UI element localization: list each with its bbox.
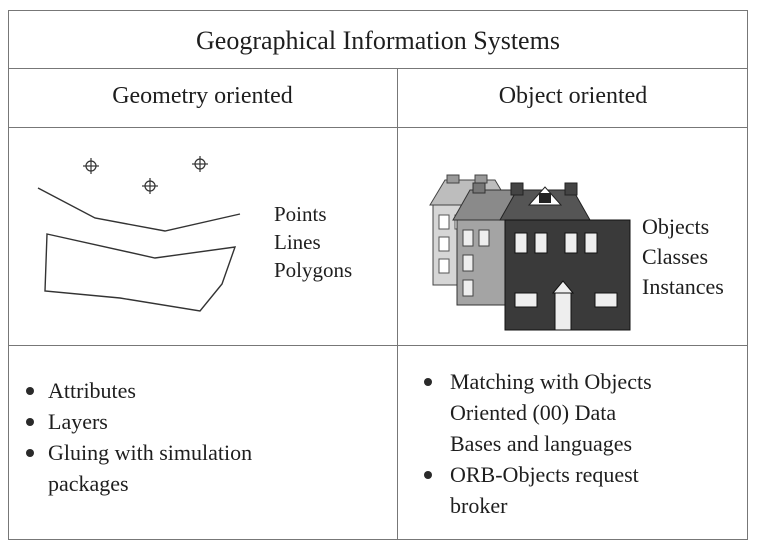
house-icon	[499, 182, 631, 331]
table-frame	[8, 10, 748, 540]
crosshair-point-icon	[83, 158, 99, 174]
geometry-oriented-header: Geometry oriented	[112, 83, 293, 109]
houses-illustration	[429, 174, 631, 331]
list-item: Matching with Objects Oriented (00) Data…	[410, 366, 652, 459]
label-lines: Lines	[274, 230, 321, 254]
object-oriented-header: Object oriented	[498, 83, 648, 109]
geometry-illustration	[37, 156, 241, 312]
polygon-shape	[44, 233, 237, 312]
label-objects: Objects	[642, 214, 710, 239]
crosshair-point-icon	[192, 156, 208, 172]
geometry-features-list: Attributes Layers Gluing with simulation…	[22, 375, 252, 499]
label-polygons: Polygons	[274, 258, 353, 282]
geometry-labels: Points Lines Polygons	[274, 200, 352, 284]
title-divider	[8, 68, 748, 69]
list-item: Layers	[22, 406, 252, 437]
list-item: ORB-Objects request broker	[410, 459, 652, 521]
label-points: Points	[274, 202, 327, 226]
list-item: Attributes	[22, 375, 252, 406]
page-title: Geographical Information Systems	[196, 26, 560, 55]
label-classes: Classes	[642, 244, 708, 269]
object-labels: Objects Classes Instances	[642, 212, 724, 302]
label-instances: Instances	[642, 274, 724, 299]
object-features-list: Matching with Objects Oriented (00) Data…	[410, 366, 652, 521]
crosshair-point-icon	[142, 178, 158, 194]
column-divider	[397, 68, 398, 540]
polyline-shape	[37, 187, 241, 232]
row-divider	[8, 345, 748, 346]
header-divider	[8, 127, 748, 128]
